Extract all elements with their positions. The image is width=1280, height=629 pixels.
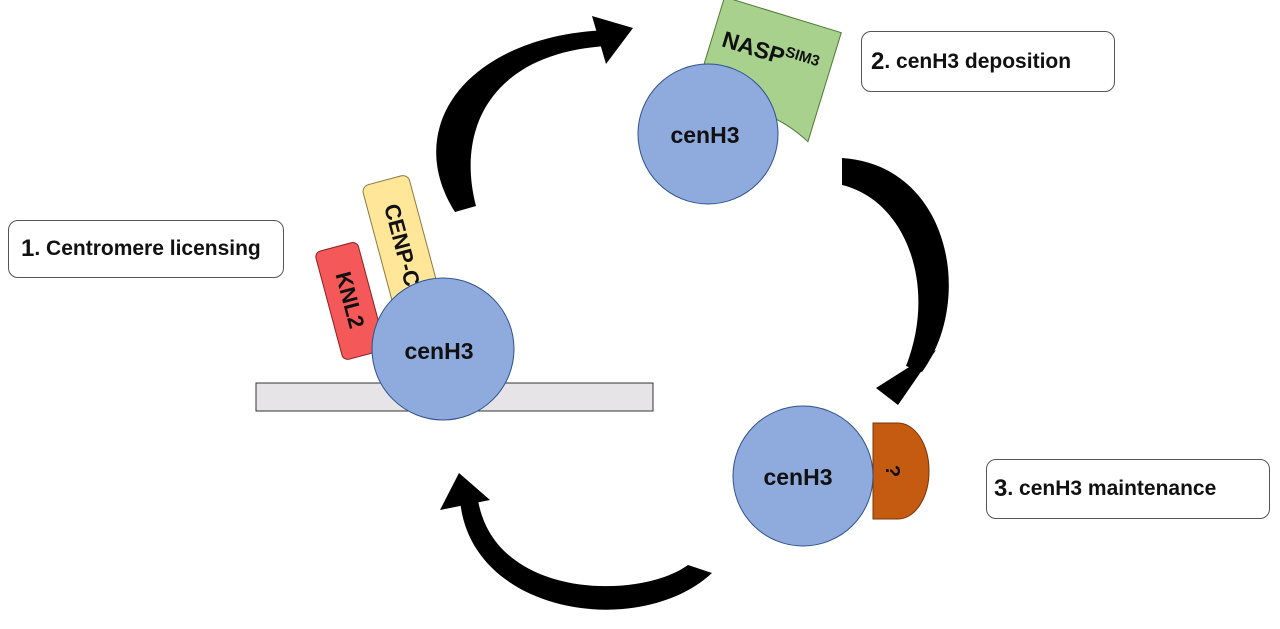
nasp-chaperone: NASPSIM3 bbox=[690, 0, 842, 143]
step-label-licensing: 1. Centromere licensing bbox=[8, 220, 284, 278]
cenh3-label-licensing: cenH3 bbox=[404, 338, 473, 364]
step-label-maintenance: 3. cenH3 maintenance bbox=[986, 459, 1270, 519]
cenh3-label-maintenance: cenH3 bbox=[763, 464, 832, 490]
cenh3-nucleosome-licensing bbox=[371, 277, 515, 421]
step-number-3: 3 bbox=[994, 475, 1008, 502]
step-label-deposition: 2. cenH3 deposition bbox=[861, 31, 1115, 92]
maintenance-complex: ? cenH3 bbox=[732, 405, 930, 547]
step-text-1: . Centromere licensing bbox=[34, 237, 261, 260]
cycle-arrows bbox=[436, 16, 949, 610]
step-text-3: . cenH3 maintenance bbox=[1007, 477, 1217, 500]
arrow-deposition-to-maintenance bbox=[842, 158, 949, 405]
arrow-licensing-to-deposition bbox=[436, 16, 633, 212]
step-number-2: 2 bbox=[871, 47, 885, 75]
knl2-protein: KNL2 bbox=[315, 242, 386, 360]
arrow-deposition-to-maintenance-body bbox=[842, 158, 949, 372]
arrow-maintenance-to-licensing-body bbox=[460, 500, 712, 610]
cenh3-label-deposition: cenH3 bbox=[670, 122, 739, 148]
step-number-1: 1 bbox=[21, 235, 35, 262]
arrow-maintenance-to-licensing bbox=[440, 473, 712, 610]
unknown-factor-label: ? bbox=[881, 465, 903, 477]
arrow-licensing-to-deposition-head bbox=[592, 16, 633, 64]
arrow-maintenance-to-licensing-head bbox=[440, 473, 490, 510]
licensing-complex: KNL2 CENP-C cenH3 bbox=[255, 175, 654, 421]
step-text-2: . cenH3 deposition bbox=[884, 49, 1072, 73]
unknown-factor-shape bbox=[872, 422, 930, 520]
arrow-licensing-to-deposition-body bbox=[436, 30, 608, 212]
knl2-shape bbox=[315, 242, 386, 360]
cenh3-nucleosome-maintenance bbox=[732, 405, 874, 547]
arrow-deposition-to-maintenance-head bbox=[876, 350, 936, 405]
cenh3-nucleosome-deposition bbox=[637, 63, 779, 205]
deposition-complex: NASPSIM3 cenH3 bbox=[637, 0, 842, 205]
